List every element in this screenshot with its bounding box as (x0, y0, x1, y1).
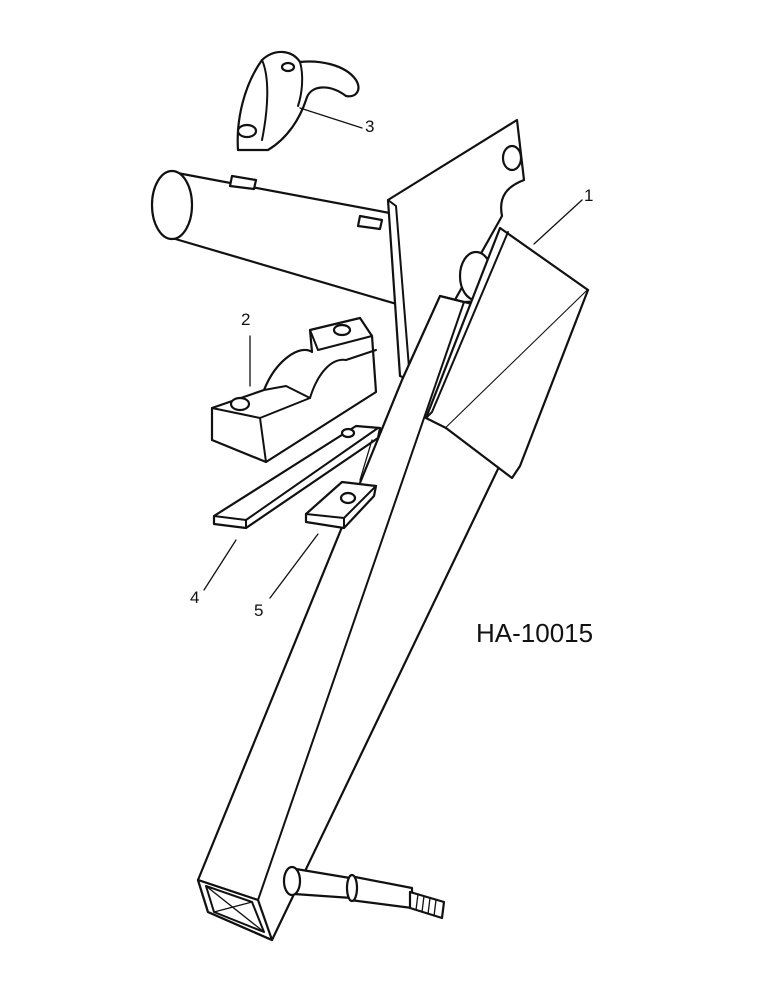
pivot-shaft (150, 169, 402, 307)
callout-2: 2 (241, 310, 251, 329)
callout-5: 5 (254, 601, 264, 620)
spindle (282, 865, 446, 920)
leader-lines (203, 107, 583, 599)
short-shim-plate (304, 480, 378, 530)
lower-pivot-block (210, 316, 378, 464)
upper-pivot-cap (236, 50, 360, 152)
callout-4: 4 (190, 588, 200, 607)
long-shim-plate (212, 424, 382, 530)
pivot-arm-bracket (196, 118, 590, 942)
figure-code: HA-10015 (476, 618, 594, 648)
callout-1: 1 (584, 186, 594, 205)
callout-3: 3 (365, 117, 375, 136)
